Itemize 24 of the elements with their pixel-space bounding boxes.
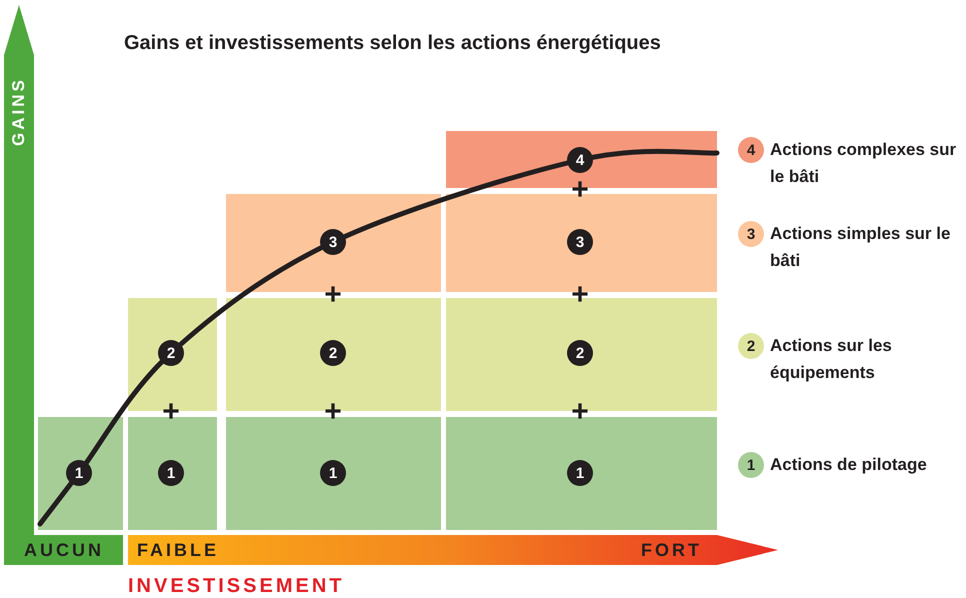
legend-text: Actions complexes sur le bâti <box>770 139 958 188</box>
action-block <box>226 417 441 530</box>
chart-title: Gains et investissements selon les actions énergétiques <box>124 32 661 55</box>
legend-swatch: 2 <box>738 333 764 359</box>
action-block <box>446 417 717 530</box>
axis-label: INVESTISSEMENT <box>128 576 344 596</box>
axis-label: GAINS <box>10 77 27 146</box>
action-block <box>128 417 217 530</box>
legend-swatch: 4 <box>738 137 764 163</box>
legend-text: Actions sur les équipements <box>770 335 893 384</box>
legend-swatch: 3 <box>738 221 764 247</box>
plus-sign: + <box>571 280 589 310</box>
action-block <box>38 417 123 530</box>
plus-sign: + <box>324 397 342 427</box>
legend-text: Actions de pilotage <box>770 454 928 476</box>
axis-tick-label: FAIBLE <box>137 541 220 559</box>
plus-sign: + <box>571 175 589 205</box>
plus-sign: + <box>162 397 180 427</box>
legend-swatch: 1 <box>738 452 764 478</box>
plus-sign: + <box>324 280 342 310</box>
legend-text: Actions simples sur le bâti <box>770 223 952 272</box>
axis-tick-label: AUCUN <box>24 541 104 559</box>
plus-sign: + <box>571 397 589 427</box>
axis-tick-label: FORT <box>641 541 702 559</box>
